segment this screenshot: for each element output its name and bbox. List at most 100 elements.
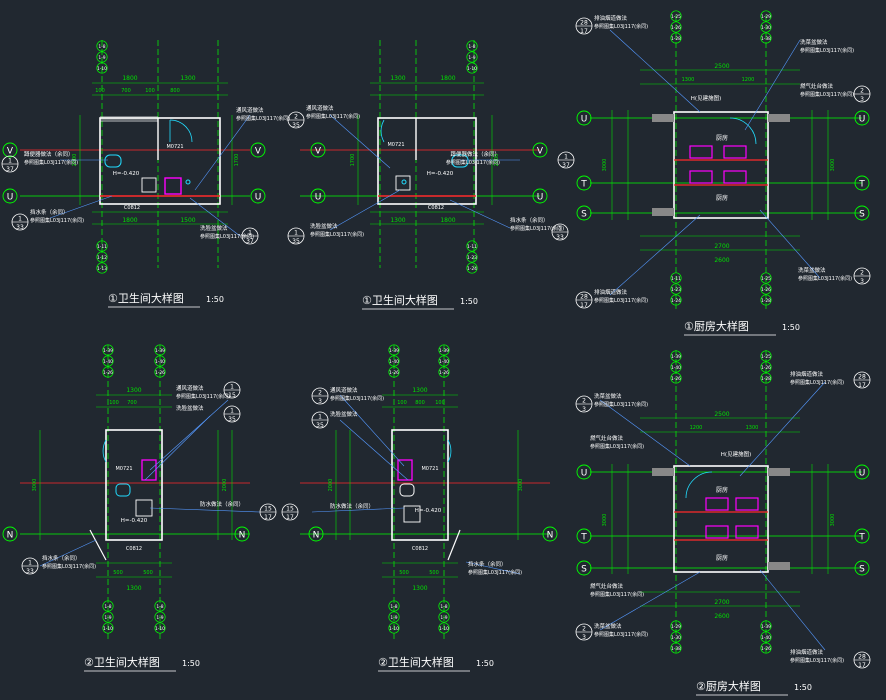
- grid-ref-bubble: [96, 51, 108, 63]
- axis-label: N: [239, 531, 246, 541]
- grid-ref-bubble: [760, 32, 772, 44]
- axis-label: V: [315, 147, 322, 157]
- note-reference: 参照图集L03J117(余同): [176, 393, 230, 400]
- grid-ref-bubble: [760, 620, 772, 632]
- drawing-scale: 1:50: [460, 297, 478, 306]
- dimension-text: 2500: [714, 63, 729, 70]
- room-name: 厨房: [716, 134, 728, 142]
- note-reference: 参照图集L03J117(余同): [468, 569, 522, 576]
- grid-ref-bubble: [154, 611, 166, 623]
- grid-ref-label: 1-23: [671, 287, 681, 293]
- drawing-bath-2: [300, 40, 540, 268]
- window-label: C0812: [124, 205, 140, 211]
- room-elevation: H=-0.420: [427, 171, 454, 177]
- grid-ref-bubble: [438, 355, 450, 367]
- axis-bubble: [576, 528, 592, 544]
- grid-ref-label: 1-8: [390, 604, 397, 610]
- grid-ref-bubble: [466, 51, 478, 63]
- detail-callout-sheet: 17: [580, 302, 588, 309]
- note-text: 洗脸盆做法: [330, 410, 358, 418]
- grid-ref-bubble: [760, 372, 772, 384]
- drawing-kitchen-2: [590, 350, 862, 655]
- note-reference: 参照图集L03J117(余同): [594, 631, 648, 638]
- detail-callout-sheet: 3: [582, 406, 586, 413]
- grid-ref-label: 1-40: [389, 359, 399, 365]
- grid-ref-bubble: [438, 366, 450, 378]
- dimension-text: 500: [429, 570, 439, 576]
- grid-ref-label: 1-26: [761, 646, 771, 652]
- grid-ref-label: 1-24: [671, 298, 681, 304]
- axis-label: S: [859, 210, 865, 220]
- axis-label: U: [7, 193, 14, 203]
- grid-ref-label: 1-40: [671, 365, 681, 371]
- note-text: 排油烟道做法: [594, 288, 628, 296]
- note-reference: 参照图集L03J117(余同): [800, 91, 854, 98]
- grid-ref-label: 1-10: [103, 626, 113, 632]
- note-text: 通风道做法: [236, 106, 264, 114]
- axis-bubble: [854, 205, 870, 221]
- note-reference: 参照图集L03J117(余同): [594, 401, 648, 408]
- axis-label: T: [580, 180, 587, 190]
- dimension-text: 100: [435, 400, 445, 406]
- door-label: M0721: [421, 466, 438, 472]
- window-label: C0812: [126, 546, 142, 552]
- dimension-text: 1800: [440, 217, 455, 224]
- axis-label: U: [581, 115, 588, 125]
- dimension-text: 100: [145, 88, 155, 94]
- grid-ref-bubble: [760, 10, 772, 22]
- note-text: 挡水条（余同）: [42, 554, 81, 562]
- grid-ref-label: 1-28: [761, 298, 771, 304]
- grid-ref-label: 1-40: [439, 359, 449, 365]
- note-reference: 参照图集L03J117(余同): [790, 657, 844, 664]
- dimension-text: 1500: [180, 217, 195, 224]
- door-label: M0721: [166, 144, 183, 150]
- axis-bubble: [2, 188, 18, 204]
- grid-ref-bubble: [670, 32, 682, 44]
- note-reference: 参照图集L03J117(余同): [798, 275, 852, 282]
- grid-ref-label: 1-38: [761, 36, 771, 42]
- detail-callout-sheet: 37: [246, 238, 254, 245]
- grid-ref-label: 1-26: [155, 370, 165, 376]
- axis-label: U: [859, 115, 866, 125]
- dimension-text: 2000: [328, 479, 334, 492]
- grid-ref-bubble: [670, 631, 682, 643]
- axis-label: V: [255, 147, 262, 157]
- note-text: 燃气灶台做法: [800, 82, 834, 90]
- axis-label: V: [537, 147, 544, 157]
- detail-callout-sheet: 37: [562, 162, 570, 169]
- dimension-text: 1300: [746, 425, 759, 431]
- dimension-text: 500: [399, 570, 409, 576]
- room-name: 厨房: [716, 554, 728, 562]
- note-reference: 参照图集L03J117(余同): [236, 115, 290, 122]
- room-name: 厨房: [716, 486, 728, 494]
- drawing-bath-3: [20, 345, 261, 640]
- note-reference: 参照图集L03J117(余同): [590, 443, 644, 450]
- dimension-text: 2500: [714, 411, 729, 418]
- detail-callout-sheet: 3: [318, 398, 322, 405]
- drawing-title: ②卫生间大样图: [378, 655, 454, 669]
- drawing-title: ②卫生间大样图: [84, 655, 160, 669]
- detail-callout-sheet: 35: [316, 422, 324, 429]
- axis-bubble: [234, 526, 250, 542]
- grid-ref-bubble: [154, 355, 166, 367]
- detail-callout-sheet: 37: [6, 166, 14, 173]
- dimension-text: 1300: [412, 585, 427, 592]
- grid-ref-label: 1-10: [389, 626, 399, 632]
- grid-ref-bubble: [96, 62, 108, 74]
- grid-ref-bubble: [96, 262, 108, 274]
- dimension-text: 2000: [72, 154, 78, 167]
- grid-ref-bubble: [102, 622, 114, 634]
- grid-ref-bubble: [670, 620, 682, 632]
- grid-ref-label: 1-13: [97, 266, 107, 272]
- detail-callout-sheet: 3: [860, 96, 864, 103]
- note-text: 挡水条（余同）: [30, 208, 69, 216]
- axis-label: T: [580, 533, 587, 543]
- grid-ref-bubble: [102, 600, 114, 612]
- axis-bubble: [250, 188, 266, 204]
- grid-ref-label: 1-25: [671, 14, 681, 20]
- dimension-text: 700: [121, 88, 131, 94]
- grid-ref-bubble: [466, 262, 478, 274]
- detail-callout-sheet: 17: [264, 514, 272, 521]
- note-text: 挡水条（余同）: [468, 560, 507, 568]
- grid-ref-label: 1-9: [440, 615, 447, 621]
